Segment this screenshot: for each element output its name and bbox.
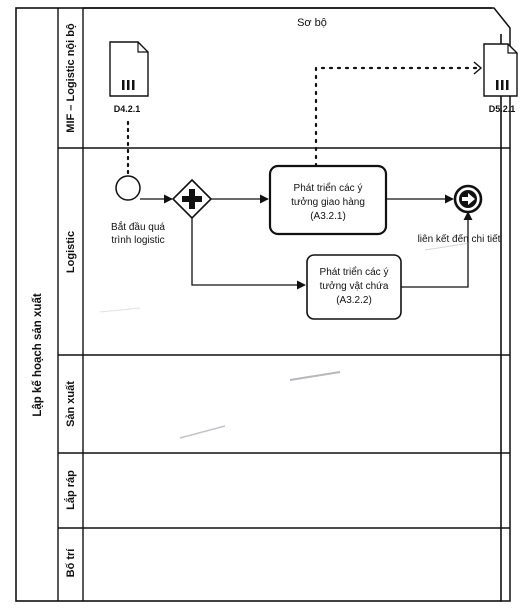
lane-label-bo-tri: Bố trí	[65, 548, 77, 578]
start-event-label-2: trình logistic	[111, 235, 164, 246]
task-a321-line1: Phát triển các ý	[294, 182, 363, 194]
header-label: Sơ bộ	[297, 17, 327, 29]
link-end-event-label: liên kết đến chi tiết	[418, 233, 501, 245]
task-a321-line3: (A3.2.1)	[310, 211, 346, 222]
lane-separators	[58, 147, 510, 529]
association-task1-d521	[314, 66, 482, 168]
scan-marks	[99, 242, 471, 439]
pool-frame	[15, 7, 502, 602]
lane-label-mif: MIF – Logistic nội bộ	[65, 23, 77, 133]
lane-label-lap-rap: Lắp ráp	[64, 470, 77, 510]
task-a321-line2: tưởng giao hàng	[291, 196, 365, 208]
document-icon-d421[interactable]	[109, 41, 149, 97]
task-a322-line1: Phát triển các ý	[320, 266, 389, 278]
link-end-event[interactable]	[453, 184, 483, 214]
document-icon-d521[interactable]	[483, 43, 518, 97]
task-a322-line2: tưởng vật chứa	[320, 280, 389, 292]
document-label-d521: D5.2.1	[489, 104, 516, 114]
flow-gateway-task2	[191, 218, 306, 290]
lane-label-logistic: Logistic	[65, 231, 77, 273]
start-event[interactable]	[115, 175, 141, 201]
document-label-d421: D4.2.1	[114, 104, 141, 114]
pool-header-corner	[83, 4, 512, 602]
lane-label-san-xuat: Sản xuất	[65, 381, 77, 427]
start-event-label-1: Bắt đầu quá	[111, 220, 165, 233]
parallel-gateway[interactable]	[171, 178, 213, 220]
flow-task2-end	[401, 211, 473, 288]
task-a322-line3: (A3.2.2)	[336, 295, 372, 306]
pool-label: Lập kế hoạch sản xuất	[32, 293, 44, 417]
task-a321[interactable]	[268, 164, 388, 236]
